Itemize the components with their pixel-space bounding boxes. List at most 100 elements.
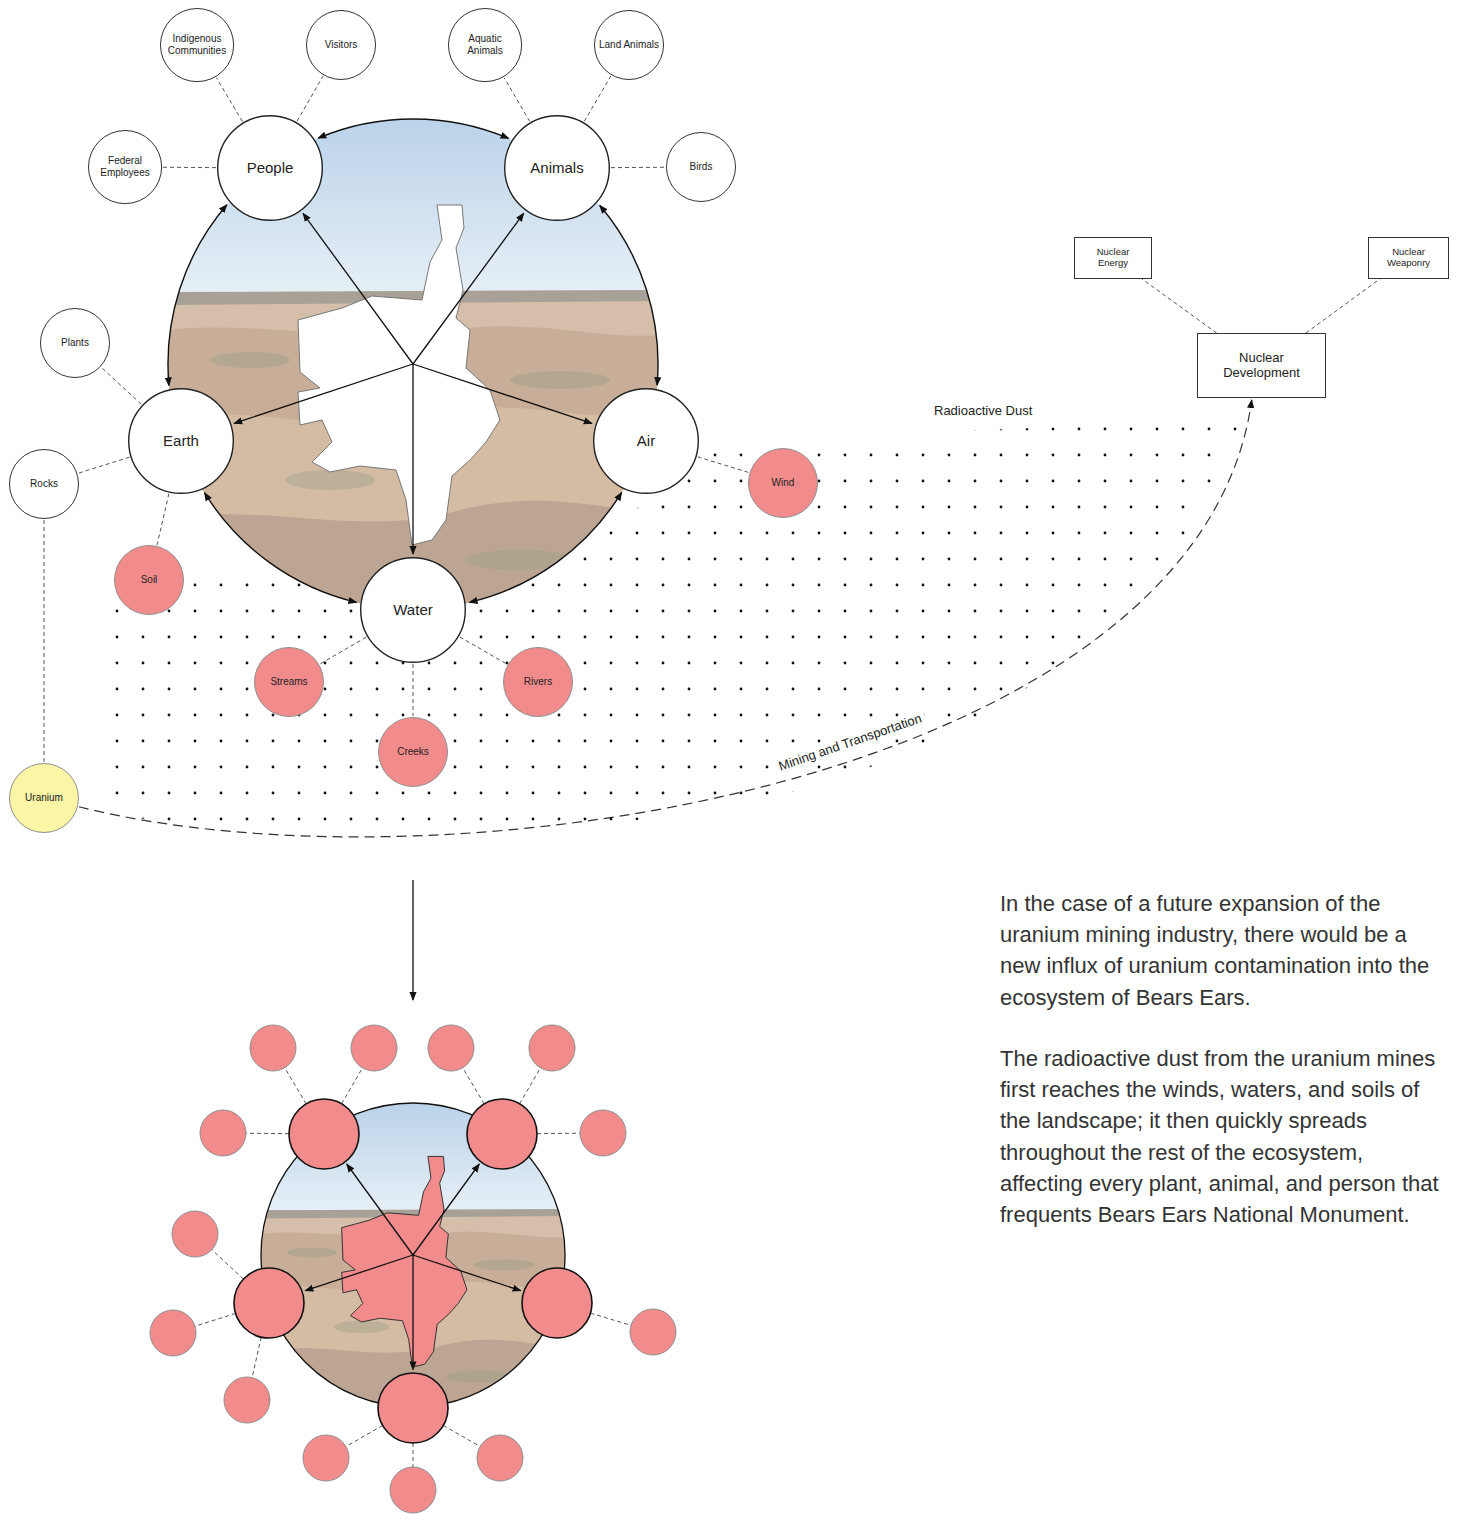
node-label: Wind	[772, 477, 795, 489]
contaminated-satellites	[150, 1025, 676, 1513]
cycle-arrow	[600, 205, 658, 385]
circle-shape	[361, 558, 466, 663]
dashed-link	[216, 78, 242, 122]
node-text: People	[247, 159, 294, 176]
dashed-link	[584, 76, 611, 121]
contaminated-circle	[224, 1377, 270, 1423]
contaminated-main-circle	[378, 1373, 448, 1443]
contaminated-circle	[477, 1435, 523, 1481]
circle-shape	[129, 389, 234, 494]
dashed-link	[157, 494, 169, 545]
entity-circle: Creeks	[378, 717, 448, 787]
contaminated-circle	[250, 1025, 296, 1071]
note-block: In the case of a future expansion of the…	[1000, 888, 1450, 1260]
circle-shape	[307, 11, 376, 80]
node-label: Aquatic Animals	[454, 33, 516, 56]
node-text: Wind	[772, 477, 795, 489]
node-text: Uranium	[25, 792, 63, 804]
node-text: Rocks	[30, 478, 58, 490]
node-text: Land Animals	[599, 39, 659, 51]
entity-circle: Rocks	[9, 449, 79, 519]
contaminated-circle	[529, 1025, 575, 1071]
entity-circle: Water	[360, 557, 466, 663]
circle-shape	[115, 546, 184, 615]
dashed-link	[611, 167, 665, 168]
contaminated-circle	[172, 1211, 218, 1257]
node-text: Indigenous Communities	[166, 33, 228, 56]
dashed-link	[460, 637, 507, 664]
dashed-link	[78, 457, 129, 473]
process-box: Nuclear Weaponry	[1368, 237, 1449, 279]
contaminated-main-circle	[522, 1268, 592, 1338]
node-text: Earth	[163, 432, 199, 449]
node-label: Air	[637, 432, 655, 449]
dashed-link	[44, 520, 45, 762]
entity-circle: Uranium	[9, 763, 79, 833]
node-text: Nuclear Energy	[1081, 247, 1145, 269]
hub-arrow	[413, 213, 524, 364]
dashed-link	[101, 367, 141, 404]
node-label: Federal Employees	[94, 155, 156, 178]
dashed-link	[1306, 279, 1380, 333]
box-shape	[1369, 238, 1449, 279]
circle-shape	[10, 764, 79, 833]
transition-arrow	[412, 880, 413, 1000]
cycle-arrow	[168, 205, 227, 386]
entity-circle: Rivers	[503, 647, 573, 717]
node-text: Nuclear Weaponry	[1375, 247, 1442, 269]
hub-arrow	[412, 364, 413, 554]
circle-shape	[255, 648, 324, 717]
hub-arrows	[305, 1164, 520, 1370]
node-text: Creeks	[397, 746, 429, 758]
node-text: Streams	[270, 676, 307, 688]
node-text: Air	[637, 432, 655, 449]
entity-circle: Visitors	[306, 10, 376, 80]
process-box: Nuclear Development	[1197, 333, 1326, 398]
entity-circle: People	[217, 115, 323, 221]
node-label: Water	[393, 601, 432, 618]
contaminated-circle	[200, 1110, 246, 1156]
entity-circle: Plants	[40, 308, 110, 378]
hub-arrow	[413, 1164, 479, 1255]
entity-circle: Aquatic Animals	[448, 8, 522, 82]
entity-circle: Earth	[128, 388, 234, 494]
hub-arrow	[347, 1164, 413, 1255]
entity-circle: Wind	[748, 448, 818, 518]
contaminated-circle	[303, 1435, 349, 1481]
node-text: Rivers	[524, 676, 552, 688]
hub-arrow	[413, 1255, 521, 1291]
dashed-link	[320, 637, 366, 664]
dashed-link	[297, 76, 323, 121]
circle-shape	[379, 718, 448, 787]
hub-arrow	[303, 213, 413, 364]
node-text: Birds	[690, 161, 713, 173]
node-text: Water	[393, 601, 432, 618]
entity-circle: Air	[593, 388, 699, 494]
node-text: Animals	[530, 159, 583, 176]
entity-circle: Indigenous Communities	[160, 8, 234, 82]
circle-shape	[504, 648, 573, 717]
hub-arrow	[412, 1255, 413, 1370]
entity-circle: Land Animals	[594, 10, 664, 80]
entity-circle: Federal Employees	[88, 130, 162, 204]
node-label: Birds	[690, 161, 713, 173]
node-label: Soil	[141, 574, 158, 586]
cycle-arrow	[318, 119, 509, 138]
edge-label: Mining and Transportation	[772, 708, 927, 776]
circle-shape	[448, 8, 521, 81]
dashed-link	[504, 78, 530, 122]
contaminated-main-circle	[467, 1099, 537, 1169]
node-label: Plants	[61, 337, 89, 349]
contaminated-main-circle	[289, 1099, 359, 1169]
node-label: People	[247, 159, 294, 176]
region-label: Radioactive Dust	[930, 402, 1036, 419]
circle-shape	[218, 116, 323, 221]
entity-circle: Soil	[114, 545, 184, 615]
cycle-arrow	[469, 492, 621, 602]
node-text: Aquatic Animals	[454, 33, 516, 56]
leader-lines	[173, 1048, 653, 1490]
node-text: Visitors	[325, 39, 358, 51]
dashed-link	[413, 664, 414, 716]
node-label: Indigenous Communities	[166, 33, 228, 56]
